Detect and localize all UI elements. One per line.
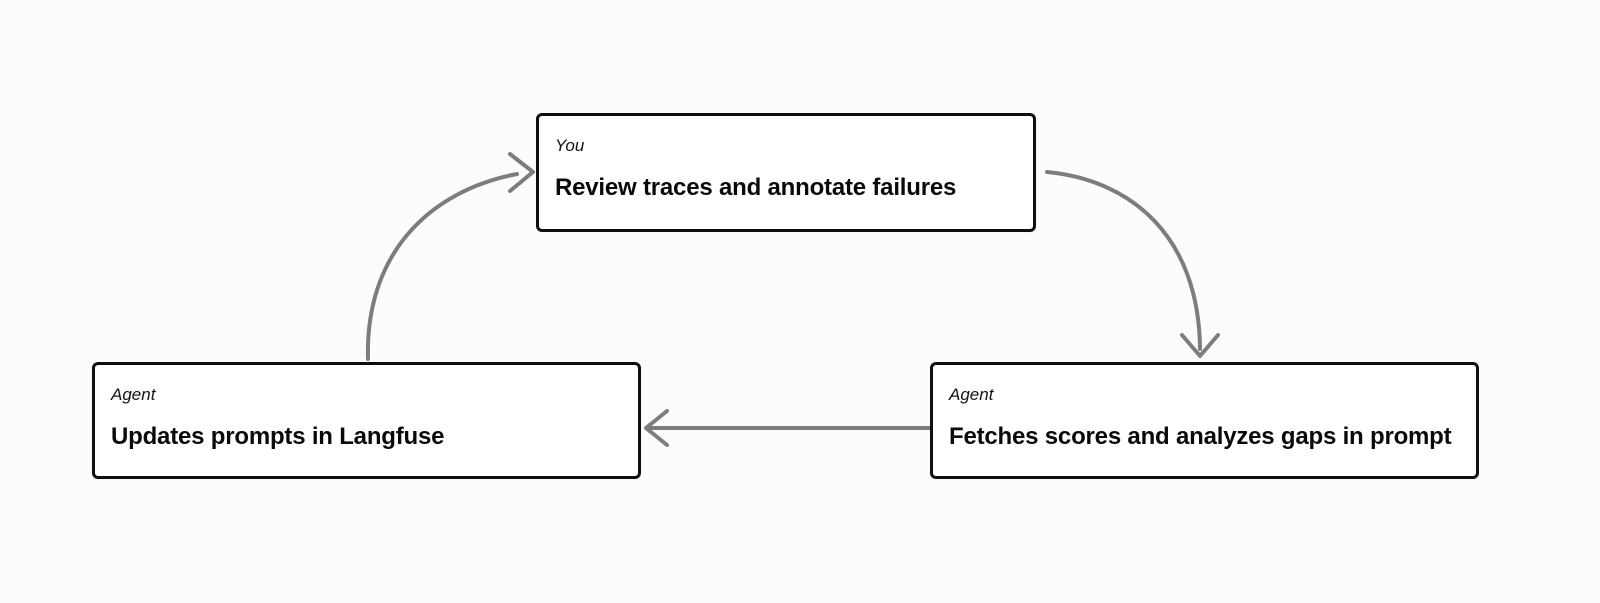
arrow-fetch-to-update <box>644 409 932 447</box>
node-review-actor-label: You <box>555 136 585 155</box>
node-review-traces: You Review traces and annotate failures <box>536 113 1036 232</box>
arrow-update-to-review-curve <box>365 172 519 361</box>
arrow-fetch-to-update-head <box>644 409 669 447</box>
node-update-title: Updates prompts in Langfuse <box>111 423 445 450</box>
node-update-actor-label: Agent <box>111 385 156 404</box>
arrow-review-to-fetch-head <box>1180 333 1220 358</box>
arrow-review-to-fetch <box>1045 170 1220 358</box>
arrow-update-to-review <box>365 152 535 361</box>
node-review-title: Review traces and annotate failures <box>555 174 957 201</box>
node-update-prompts: Agent Updates prompts in Langfuse <box>92 362 641 479</box>
node-fetch-actor-label: Agent <box>949 385 994 404</box>
node-fetch-title: Fetches scores and analyzes gaps in prom… <box>949 423 1452 450</box>
arrow-update-to-review-head <box>508 152 535 193</box>
arrow-review-to-fetch-curve <box>1045 170 1202 351</box>
node-fetch-scores: Agent Fetches scores and analyzes gaps i… <box>930 362 1479 479</box>
